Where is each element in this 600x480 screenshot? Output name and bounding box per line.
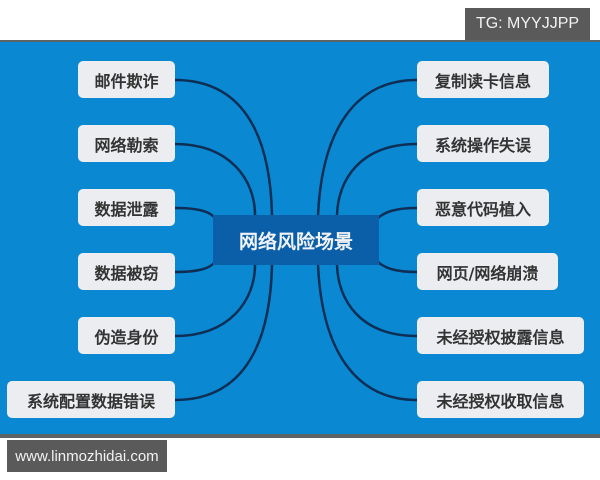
node-label: 复制读卡信息 — [434, 71, 531, 91]
node-label: 系统操作失误 — [434, 135, 531, 155]
node-unauthorized-collection: 未经授权收取信息 — [417, 381, 584, 418]
node-config-error: 系统配置数据错误 — [7, 381, 175, 418]
node-ransomware: 网络勒索 — [78, 125, 175, 162]
node-malware-injection: 恶意代码植入 — [417, 189, 549, 226]
node-email-fraud: 邮件欺诈 — [78, 61, 175, 98]
site-watermark: www.linmozhidai.com — [7, 440, 167, 472]
node-label: 网页/网络崩溃 — [436, 263, 539, 283]
node-identity-forgery: 伪造身份 — [78, 317, 175, 354]
node-unauthorized-disclosure: 未经授权披露信息 — [417, 317, 584, 354]
center-topic: 网络风险场景 — [213, 215, 379, 265]
node-card-skimming: 复制读卡信息 — [417, 61, 549, 98]
node-label: 邮件欺诈 — [94, 71, 159, 91]
node-data-leak: 数据泄露 — [78, 189, 175, 226]
node-label: 数据泄露 — [94, 199, 159, 219]
node-label: 伪造身份 — [94, 327, 159, 347]
node-label: 数据被窃 — [94, 263, 159, 283]
node-label: 恶意代码植入 — [434, 199, 531, 219]
node-data-theft: 数据被窃 — [78, 253, 175, 290]
node-operation-error: 系统操作失误 — [417, 125, 549, 162]
tg-watermark: TG: MYYJJPP — [465, 8, 590, 40]
node-web-crash: 网页/网络崩溃 — [417, 253, 558, 290]
node-label: 未经授权披露信息 — [436, 327, 565, 347]
node-label: 系统配置数据错误 — [26, 391, 155, 411]
node-label: 网络勒索 — [94, 135, 159, 155]
node-label: 未经授权收取信息 — [436, 391, 565, 411]
